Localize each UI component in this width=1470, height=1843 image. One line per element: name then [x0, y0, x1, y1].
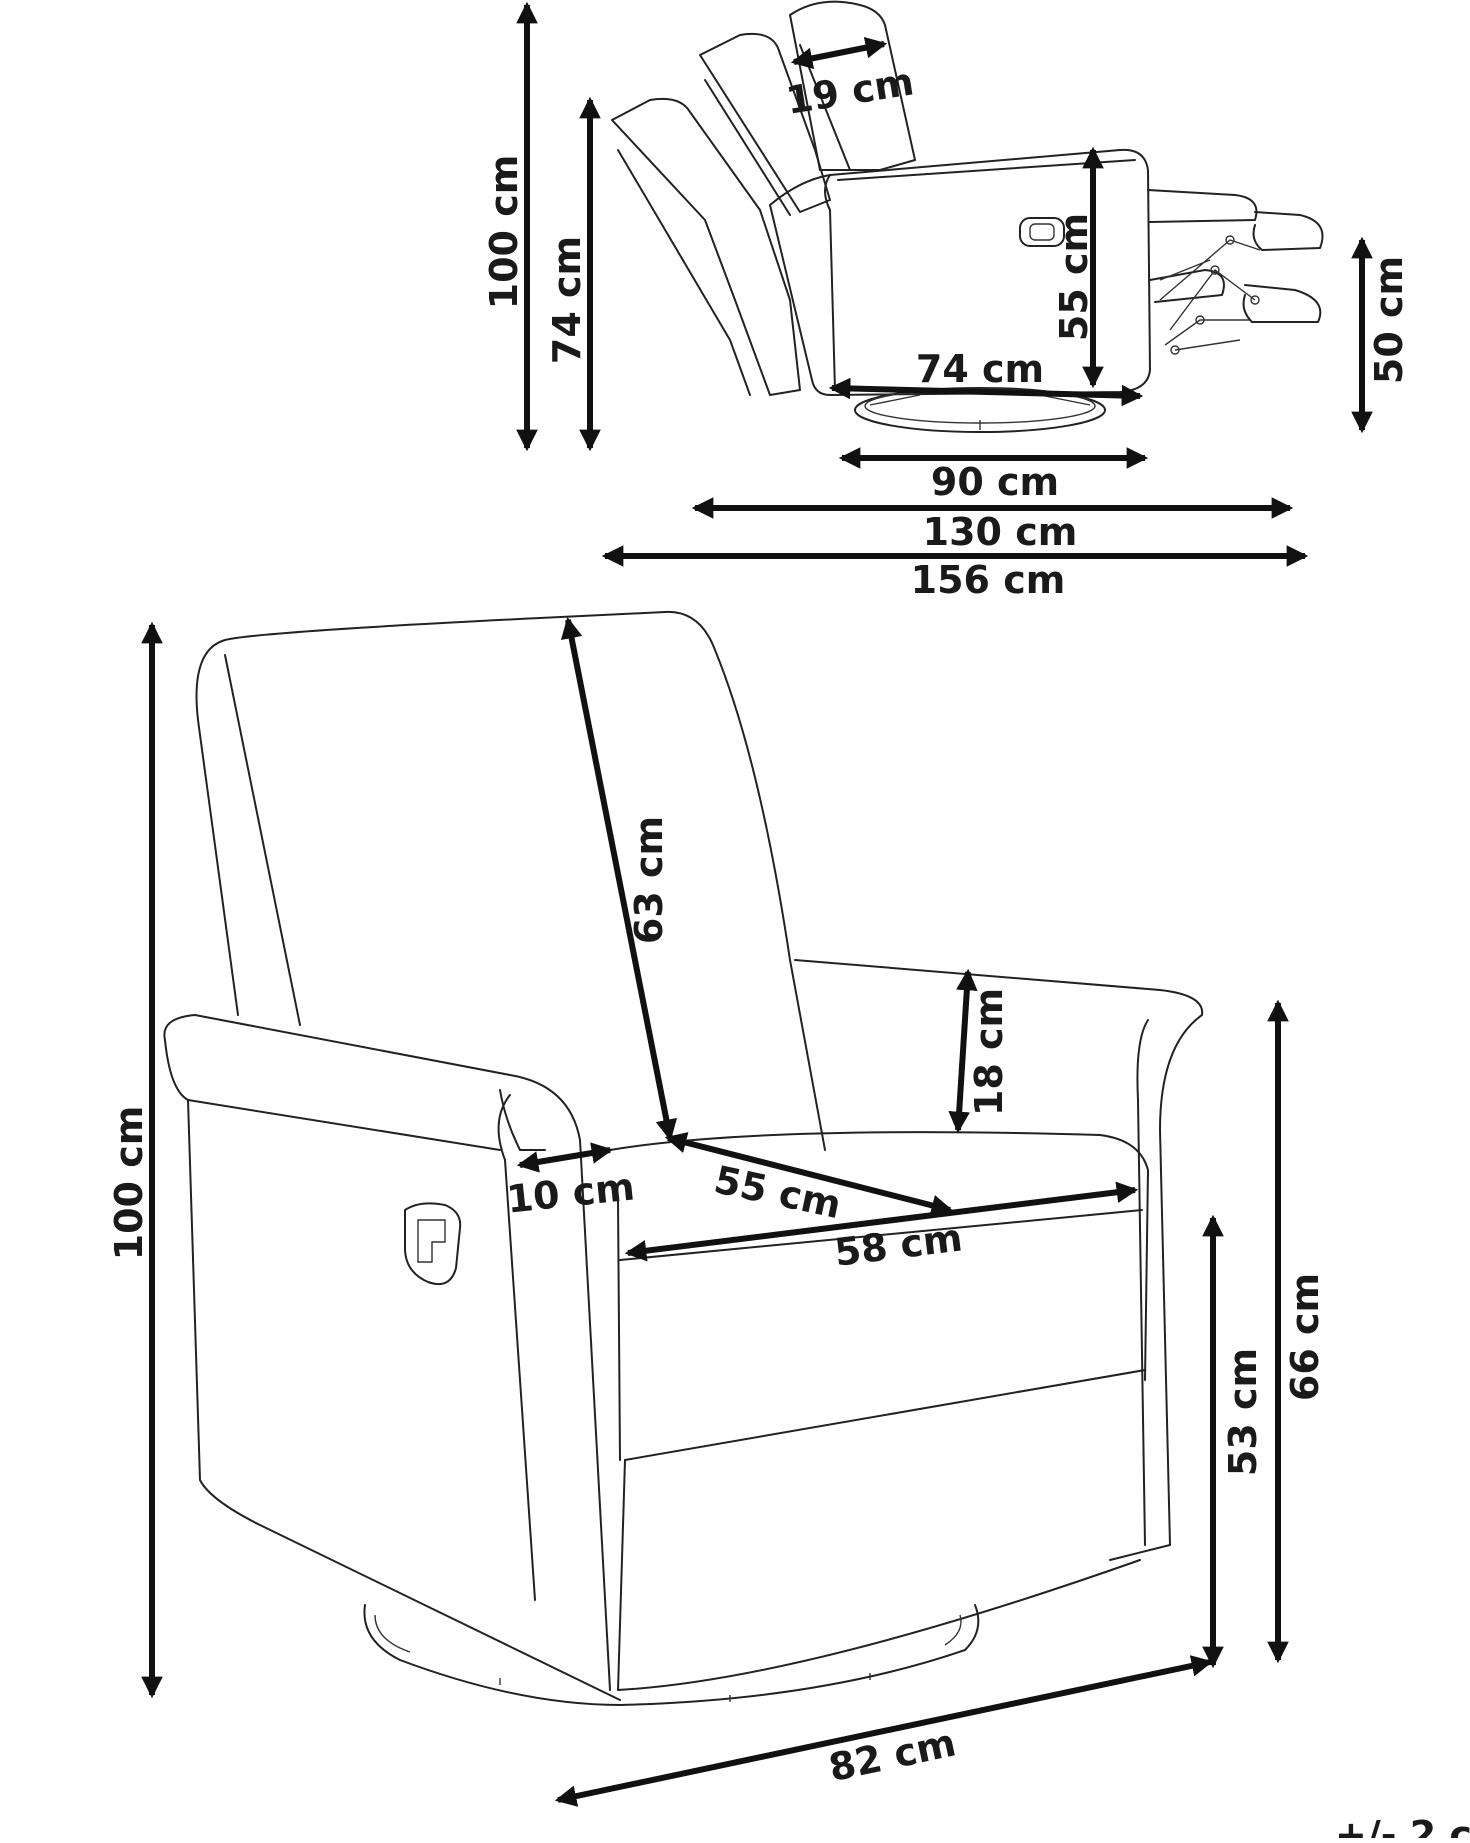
- side-headrest-label: 19 cm: [783, 59, 917, 123]
- front-total-height-label: 100 cm: [107, 1106, 151, 1261]
- side-total-height-label: 100 cm: [482, 155, 526, 310]
- front-arm-height-label: 66 cm: [1283, 1273, 1327, 1401]
- side-depth-reclined-label: 130 cm: [923, 510, 1078, 554]
- front-backrest-height-label: 63 cm: [627, 816, 671, 944]
- side-footrest-height-label: 50 cm: [1367, 256, 1411, 384]
- front-armrest-width-label: 10 cm: [505, 1164, 637, 1221]
- side-seat-arm-height-label: 55 cm: [1052, 213, 1096, 341]
- front-seat-height-label: 53 cm: [1221, 1348, 1265, 1476]
- side-depth-upright-label: 90 cm: [931, 460, 1059, 504]
- side-depth-extended-label: 156 cm: [911, 558, 1066, 602]
- front-view-chair: [163, 610, 1204, 1706]
- tolerance-note: +/- 2 cm: [1335, 1813, 1470, 1838]
- dimension-arrows: [141, 1, 1373, 1807]
- side-seat-depth-label: 74 cm: [916, 347, 1044, 391]
- front-armrest-height-label: 18 cm: [967, 988, 1011, 1116]
- side-back-height-label: 74 cm: [545, 236, 589, 364]
